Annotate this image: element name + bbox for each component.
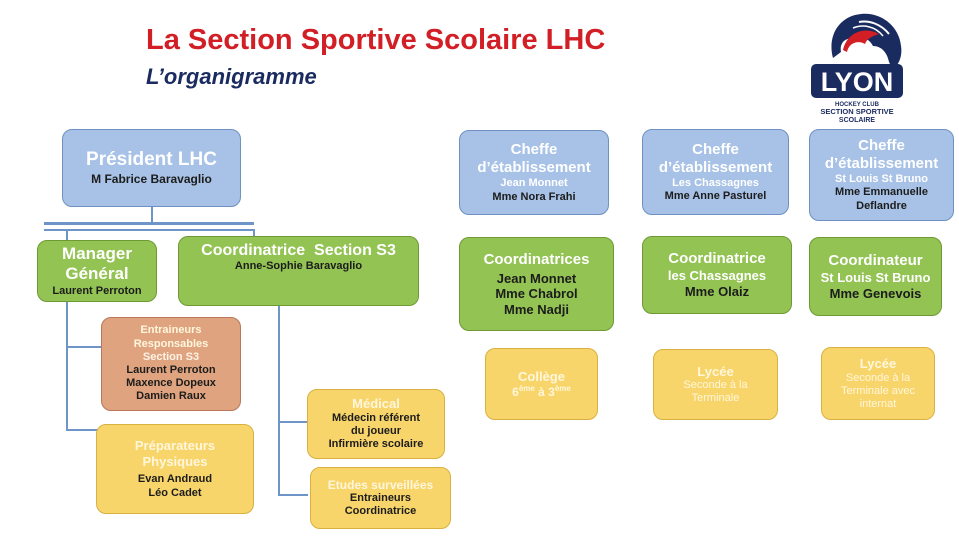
preparateurs-name: Evan Andraud: [137, 473, 213, 486]
school-level-range: 6ème à 3ème: [512, 384, 571, 400]
school-head-box-jean-monnet: Cheffe d’établissement Jean Monnet Mme N…: [459, 130, 609, 215]
school-head-school: St Louis St Bruno: [835, 173, 928, 186]
etudes-line: Coordinatrice: [344, 505, 417, 518]
school-coord-school: Jean Monnet: [496, 270, 577, 286]
entraineurs-name: Laurent Perroton: [126, 364, 216, 376]
connector-to-entraineurs: [66, 346, 102, 348]
school-head-school: Jean Monnet: [500, 177, 568, 190]
medical-line: Infirmière scolaire: [328, 438, 424, 451]
school-coord-name: Mme Nadji: [503, 301, 569, 317]
entraineurs-title-line1: Entraineurs: [140, 324, 202, 337]
etudes-line: Entraineurs: [349, 492, 412, 504]
page-title: La Section Sportive Scolaire LHC: [146, 24, 606, 56]
school-head-name: Mme Nora Frahi: [492, 190, 576, 203]
connector-manager: [66, 229, 68, 241]
connector-president-down: [151, 207, 153, 223]
logo-city: LYON: [821, 67, 894, 97]
coordinatrice-s3-box: Coordinatrice Section S3 Anne-Sophie Bar…: [178, 236, 419, 306]
school-coord-box-chassagnes: Coordinatrice les Chassagnes Mme Olaiz: [642, 236, 792, 314]
connector-to-preparateurs: [66, 429, 98, 431]
school-head-name: Mme Emmanuelle: [835, 186, 928, 199]
coordinatrice-s3-name: Anne-Sophie Baravaglio: [234, 260, 363, 273]
school-level-title: Collège: [518, 368, 565, 384]
page-subtitle: L’organigramme: [146, 64, 317, 89]
manager-box: Manager Général Laurent Perroton: [37, 240, 157, 302]
school-head-box-chassagnes: Cheffe d’établissement Les Chassagnes Mm…: [642, 129, 789, 215]
preparateurs-title-line2: Physiques: [142, 453, 208, 469]
school-head-name: Deflandre: [856, 199, 907, 212]
school-head-title-line2: d’établissement: [658, 158, 773, 176]
school-head-title-line1: Cheffe: [858, 137, 905, 155]
connector-manager-vertical: [66, 302, 68, 430]
school-level-line: Terminale: [691, 392, 740, 405]
connector-top-bar: [44, 222, 254, 225]
entraineurs-name: Maxence Dopeux: [126, 377, 216, 390]
school-head-name: Mme Anne Pasturel: [664, 190, 767, 202]
manager-name: Laurent Perroton: [52, 284, 142, 297]
school-coord-box-jean-monnet: Coordinatrices Jean Monnet Mme Chabrol M…: [459, 237, 614, 331]
school-coord-title: Coordinatrices: [483, 250, 590, 268]
school-head-box-st-louis: Cheffe d’établissement St Louis St Bruno…: [809, 129, 954, 221]
connector-to-etudes: [278, 494, 308, 496]
school-level-line: Seconde à la: [683, 379, 748, 392]
preparateurs-box: Préparateurs Physiques Evan Andraud Léo …: [96, 424, 254, 514]
school-level-title: Lycée: [859, 355, 897, 371]
manager-title-line1: Manager: [62, 244, 132, 264]
school-level-box-st-louis: Lycée Seconde à la Terminale avec intern…: [821, 347, 935, 420]
medical-line: Médecin référent: [331, 412, 421, 425]
connector-to-medical: [278, 421, 308, 423]
school-level-line: Seconde à la: [845, 371, 911, 384]
logo-line1: HOCKEY CLUB: [835, 102, 880, 108]
entraineurs-box: Entraineurs Responsables Section S3 Laur…: [101, 317, 241, 411]
etudes-title: Etudes surveillées: [327, 477, 434, 492]
school-head-title-line1: Cheffe: [692, 140, 739, 158]
school-level-box-jean-monnet: Collège 6ème à 3ème: [485, 348, 598, 420]
school-head-title-line1: Cheffe: [510, 141, 558, 159]
school-level-box-chassagnes: Lycée Seconde à la Terminale: [653, 349, 778, 420]
entraineurs-title-line3: Section S3: [142, 350, 200, 363]
lyon-hockey-club-logo: LYON HOCKEY CLUB SECTION SPORTIVE SCOLAI…: [811, 13, 903, 124]
president-name: M Fabrice Baravaglio: [91, 172, 212, 187]
school-coord-title: Coordinatrice: [668, 250, 766, 268]
preparateurs-title-line1: Préparateurs: [134, 438, 216, 454]
etudes-box: Etudes surveillées Entraineurs Coordinat…: [310, 467, 451, 529]
school-head-school: Les Chassagnes: [672, 176, 759, 189]
school-coord-box-st-louis: Coordinateur St Louis St Bruno Mme Genev…: [809, 237, 942, 316]
school-coord-school: St Louis St Bruno: [820, 269, 931, 285]
manager-title-line2: Général: [65, 264, 129, 284]
logo-line2: SECTION SPORTIVE: [820, 107, 893, 116]
school-coord-name: Mme Genevois: [829, 285, 922, 301]
school-head-title-line2: d’établissement: [824, 155, 939, 173]
entraineurs-title-line2: Responsables: [133, 337, 209, 350]
connector-bar: [44, 229, 254, 231]
school-head-title-line2: d’établissement: [477, 159, 591, 177]
school-coord-title: Coordinateur: [828, 251, 923, 269]
medical-title: Médical: [352, 396, 400, 412]
school-level-title: Lycée: [697, 363, 734, 379]
logo-line3: SCOLAIRE: [839, 117, 876, 124]
president-title: Président LHC: [86, 149, 217, 171]
president-box: Président LHC M Fabrice Baravaglio: [62, 129, 241, 207]
preparateurs-name: Léo Cadet: [148, 486, 202, 499]
connector-coord-vertical: [278, 305, 280, 495]
school-level-line: internat: [859, 397, 897, 410]
school-coord-name: Mme Chabrol: [495, 286, 578, 302]
school-coord-name: Mme Olaiz: [684, 284, 750, 299]
medical-line: du joueur: [350, 425, 402, 438]
school-level-line: Terminale avec: [841, 384, 915, 397]
medical-box: Médical Médecin référent du joueur Infir…: [307, 389, 445, 459]
connector-coord: [253, 229, 255, 237]
entraineurs-name: Damien Raux: [136, 390, 206, 403]
coordinatrice-s3-title: Coordinatrice Section S3: [201, 242, 396, 259]
school-coord-school: les Chassagnes: [667, 268, 767, 284]
